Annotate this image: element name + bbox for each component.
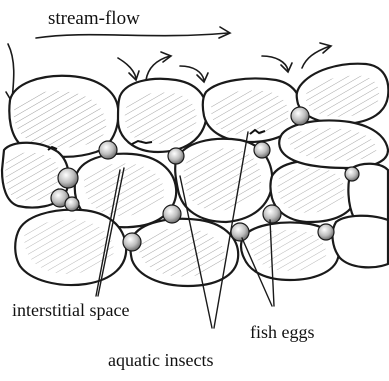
fish-egg — [123, 233, 141, 251]
stream-flow-label: stream-flow — [48, 8, 140, 29]
fish-egg — [99, 141, 117, 159]
fish-egg — [65, 197, 79, 211]
flow-arrow-1 — [118, 58, 136, 78]
aquatic-insects-label: aquatic insects — [108, 350, 213, 370]
fish-egg — [168, 148, 184, 164]
flow-arrow-5 — [302, 46, 330, 68]
flow-arrow-main — [36, 33, 228, 38]
fish-egg — [263, 205, 281, 223]
fish-egg — [345, 167, 359, 181]
flow-arrow-left — [8, 44, 14, 100]
fish-eggs-label: fish eggs — [250, 322, 315, 342]
fish-egg — [254, 142, 270, 158]
fish-egg — [58, 168, 78, 188]
rock — [333, 216, 388, 268]
fish-egg — [231, 223, 249, 241]
fish-egg — [163, 205, 181, 223]
fish-egg — [318, 224, 334, 240]
interstitial-space-label: interstitial space — [12, 300, 129, 320]
fish-egg — [291, 107, 309, 125]
